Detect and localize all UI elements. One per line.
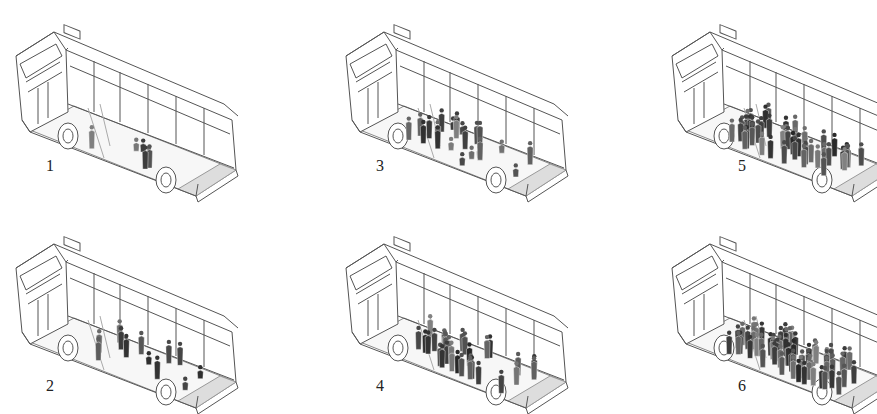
passenger <box>448 137 454 151</box>
passenger <box>851 360 857 384</box>
passenger <box>177 342 183 366</box>
passenger <box>796 359 802 383</box>
passenger <box>841 364 847 388</box>
passenger <box>735 331 741 355</box>
panel-number: 6 <box>738 378 746 394</box>
passenger <box>476 361 482 385</box>
passenger <box>140 138 146 152</box>
passenger <box>498 370 504 394</box>
bus-outline <box>346 237 568 414</box>
passenger <box>439 344 445 368</box>
passenger <box>749 122 755 146</box>
passenger <box>726 331 732 355</box>
passenger <box>435 125 441 149</box>
passenger <box>416 326 422 350</box>
panel-number: 4 <box>376 378 384 394</box>
passenger <box>821 152 827 176</box>
passenger <box>842 147 848 171</box>
passenger <box>759 132 765 156</box>
passenger <box>420 120 426 144</box>
passenger <box>790 355 796 379</box>
passenger <box>89 125 95 149</box>
passenger <box>858 142 864 166</box>
passenger <box>477 136 483 160</box>
passenger <box>499 139 505 153</box>
passenger <box>810 362 816 386</box>
passenger <box>531 356 537 380</box>
passenger <box>425 330 431 354</box>
passenger <box>154 356 160 380</box>
passenger <box>801 144 807 168</box>
passenger <box>146 351 152 365</box>
passenger <box>801 361 807 385</box>
passenger <box>459 152 465 166</box>
passenger <box>514 361 520 385</box>
passenger <box>513 163 519 177</box>
passenger <box>772 341 778 365</box>
bus-outline <box>672 237 877 414</box>
passenger <box>449 348 455 372</box>
panel-number: 2 <box>46 378 54 394</box>
panel-number: 1 <box>46 158 54 174</box>
bus-outline <box>16 25 238 202</box>
bus-outline <box>346 25 568 202</box>
passenger <box>166 340 172 364</box>
passenger <box>729 118 735 142</box>
passenger <box>829 364 835 388</box>
passenger <box>742 126 748 150</box>
passenger <box>182 377 188 391</box>
passenger <box>766 113 772 137</box>
passenger <box>133 137 139 151</box>
passenger <box>426 115 432 139</box>
passenger <box>138 331 144 355</box>
passenger <box>453 115 459 139</box>
passenger <box>822 366 828 390</box>
passenger <box>781 140 787 164</box>
passenger <box>808 139 814 163</box>
passenger-figures <box>89 103 864 395</box>
passenger <box>197 365 203 379</box>
passenger <box>768 135 774 159</box>
passenger <box>832 133 838 157</box>
bus-outline <box>672 25 877 202</box>
passenger <box>469 145 475 159</box>
passenger <box>95 337 101 361</box>
passenger <box>792 136 798 160</box>
passenger <box>467 356 473 380</box>
panel-number: 5 <box>738 158 746 174</box>
passenger <box>527 141 533 165</box>
panel-number: 3 <box>376 158 384 174</box>
passenger <box>462 126 468 150</box>
passenger <box>123 334 129 358</box>
passenger <box>142 145 148 169</box>
passenger <box>431 328 437 352</box>
passenger <box>459 353 465 377</box>
passenger <box>813 340 819 364</box>
passenger <box>477 121 483 145</box>
passenger <box>760 344 766 368</box>
passenger <box>747 335 753 359</box>
passenger <box>118 326 124 350</box>
passenger <box>484 335 490 359</box>
bus-outline <box>16 237 238 414</box>
passenger <box>779 351 785 375</box>
passenger <box>815 144 821 168</box>
passenger <box>406 116 412 140</box>
passenger <box>836 371 842 395</box>
